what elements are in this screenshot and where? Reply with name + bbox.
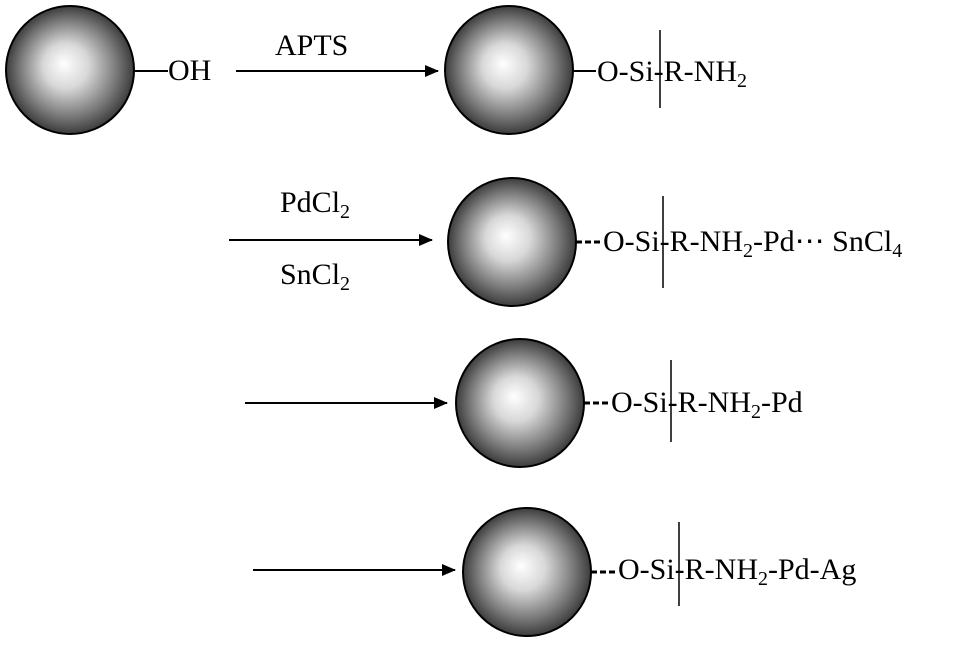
particle-start — [5, 5, 135, 135]
particle-product-2 — [447, 177, 577, 307]
product-formula-2: O-Si-R-NH2-Pd⋯ SnCl4 — [603, 225, 903, 262]
reagent-apts: APTS — [275, 29, 349, 62]
particle-product-1 — [444, 5, 574, 135]
reagent-sncl2: SnCl2 — [280, 258, 351, 295]
hydroxyl-label: OH — [168, 54, 212, 87]
product-formula-1: O-Si-R-NH2 — [597, 55, 747, 92]
product-formula-3: O-Si-R-NH2-Pd — [611, 386, 803, 423]
reagent-pdcl2: PdCl2 — [280, 186, 351, 223]
particle-product-4 — [462, 507, 592, 637]
product-formula-4: O-Si-R-NH2-Pd-Ag — [618, 553, 857, 590]
particle-product-3 — [455, 338, 585, 468]
